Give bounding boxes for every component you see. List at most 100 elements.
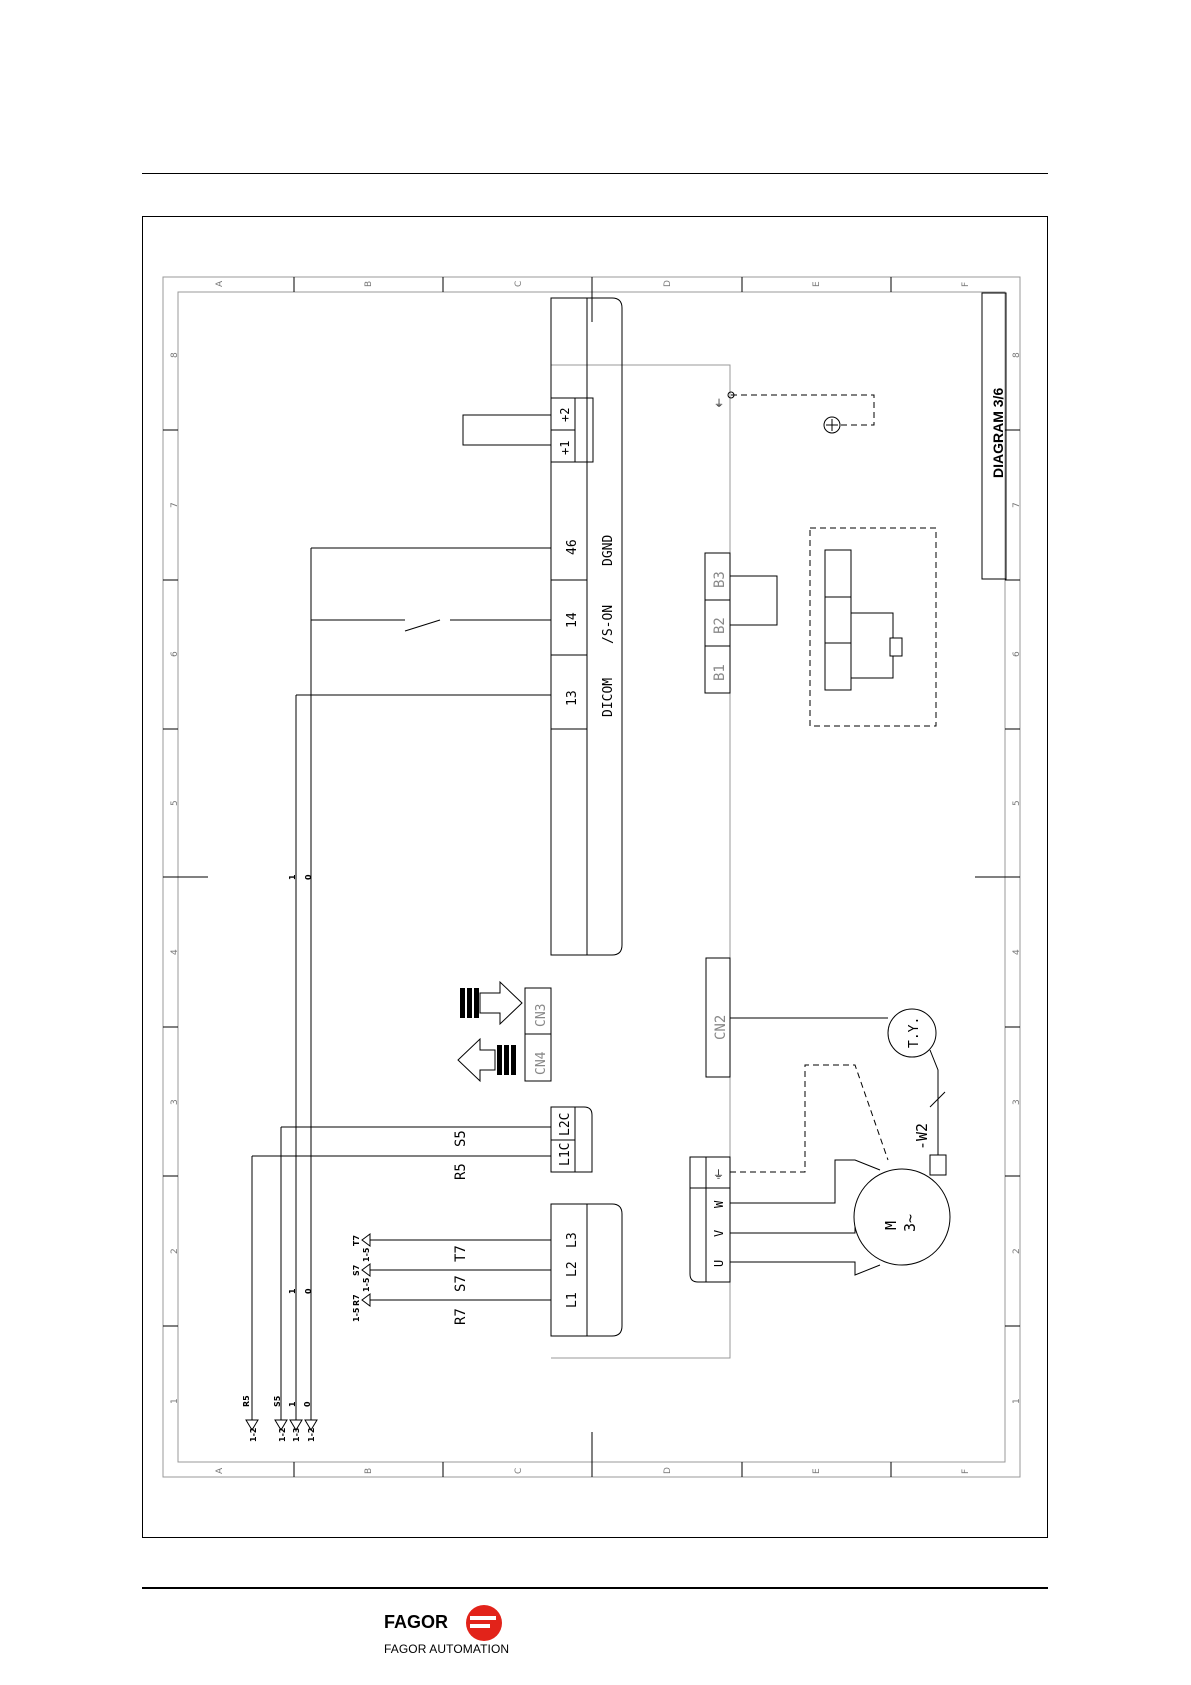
dc-pin: +1 bbox=[558, 441, 572, 455]
grid-letters-top: A B C D E F bbox=[215, 280, 971, 287]
connector-cn3-cn4: CN3 CN4 bbox=[458, 982, 551, 1081]
terminal-name: S5 bbox=[273, 1395, 282, 1407]
chassis-ground: ⏚ bbox=[714, 392, 874, 433]
io-pin: 46 bbox=[565, 539, 580, 555]
terminal-ref: 1-3 bbox=[292, 1428, 301, 1442]
mp-pin: L1 bbox=[565, 1292, 580, 1308]
mp-pin: L2 bbox=[565, 1261, 580, 1277]
grid-number: 8 bbox=[170, 352, 180, 358]
grid-number: 4 bbox=[1012, 949, 1022, 955]
grid-number: 1 bbox=[170, 1398, 180, 1404]
grid-letter: B bbox=[364, 1468, 374, 1474]
grid-number: 2 bbox=[1012, 1248, 1022, 1254]
footer-rule bbox=[142, 1587, 1048, 1589]
grid-letter: C bbox=[514, 1468, 524, 1474]
b-pin: B2 bbox=[712, 617, 728, 634]
cp-wire: S5 bbox=[453, 1130, 469, 1147]
cp-pin: L1C bbox=[558, 1143, 573, 1166]
grid-number: 7 bbox=[1012, 502, 1022, 508]
terminal-ref: 1-5 bbox=[362, 1247, 371, 1262]
grid-number: 4 bbox=[170, 949, 180, 955]
cp-pin: L2C bbox=[558, 1113, 573, 1136]
terminal-ref: 1-5 bbox=[352, 1307, 361, 1322]
title-block: DIAGRAM 3/6 bbox=[982, 293, 1006, 579]
brand-name: FAGOR bbox=[384, 1612, 448, 1632]
cable-label: -W2 bbox=[913, 1123, 931, 1150]
terminal-ref: 1-2 bbox=[278, 1428, 287, 1442]
grid-number: 2 bbox=[170, 1248, 180, 1254]
bottom-terminals: R5 1-2 S5 1-2 1 1-3 0 1-2 bbox=[242, 1395, 316, 1442]
b-pin: B3 bbox=[712, 571, 728, 588]
io-signal: /S-ON bbox=[601, 605, 616, 644]
grid-number: 7 bbox=[170, 502, 180, 508]
inner-border-2 bbox=[178, 292, 1005, 1462]
grid-letter: A bbox=[215, 1467, 225, 1474]
wire-mark: 0 bbox=[304, 1288, 313, 1294]
grid-number: 3 bbox=[170, 1099, 180, 1105]
diagram-title: DIAGRAM 3/6 bbox=[990, 388, 1006, 478]
braking-resistor bbox=[810, 528, 936, 726]
grid-letters-bottom: A B C D E F bbox=[215, 1467, 971, 1474]
cn4-label: CN4 bbox=[534, 1051, 549, 1075]
grid-letter: A bbox=[215, 280, 225, 287]
connector-control-power: L1C L2C R5 S5 bbox=[453, 1107, 592, 1180]
dc-pin: +2 bbox=[558, 408, 572, 422]
wire-marks: 1 0 1 0 bbox=[288, 874, 313, 1294]
wire-mark: 1 bbox=[288, 874, 297, 880]
cp-wire: R5 bbox=[453, 1163, 469, 1180]
main-power-terminals: 1-5 R7 1-5 S7 1-5 T7 bbox=[352, 1235, 371, 1322]
control-wiring bbox=[296, 548, 551, 1420]
grid-letter: C bbox=[514, 281, 524, 287]
control-power-wiring bbox=[252, 1127, 551, 1420]
svg-text:⏚: ⏚ bbox=[714, 398, 724, 410]
terminal-name: 0 bbox=[303, 1401, 312, 1407]
connector-motor: U V W ⏚ bbox=[690, 1157, 730, 1282]
main-power-wiring bbox=[362, 1234, 551, 1306]
io-signal: DICOM bbox=[601, 678, 616, 717]
terminal-name: 1 bbox=[288, 1401, 297, 1407]
connector-dc: +1 +2 bbox=[463, 398, 593, 462]
terminal-ref: 1-5 bbox=[362, 1277, 371, 1292]
grid-number: 5 bbox=[1012, 800, 1022, 806]
terminal-name: R7 bbox=[352, 1294, 361, 1306]
grid-letter: B bbox=[364, 281, 374, 287]
terminal-ref: 1-2 bbox=[249, 1428, 258, 1442]
grid-number: 6 bbox=[1012, 651, 1022, 657]
io-pin: 13 bbox=[565, 690, 580, 706]
b-pin: B1 bbox=[712, 664, 728, 681]
motor bbox=[730, 1065, 950, 1275]
cn3-label: CN3 bbox=[534, 1004, 549, 1027]
company-name: FAGOR AUTOMATION bbox=[384, 1642, 509, 1656]
encoder-label: T.Y. bbox=[907, 1017, 922, 1048]
wire-mark: 0 bbox=[304, 874, 313, 880]
grid-letter: E bbox=[812, 1468, 822, 1474]
grid-number: 1 bbox=[1012, 1398, 1022, 1404]
terminal-name: S7 bbox=[352, 1265, 361, 1276]
grid-letter: D bbox=[663, 280, 673, 287]
mp-wire: R7 bbox=[453, 1308, 469, 1325]
connector-cn2: CN2 bbox=[706, 958, 888, 1077]
motor-pin: V bbox=[712, 1230, 726, 1237]
motor-label: M bbox=[882, 1221, 900, 1230]
motor-pin: W bbox=[712, 1200, 726, 1208]
mp-wire: T7 bbox=[453, 1245, 469, 1262]
grid-number: 3 bbox=[1012, 1099, 1022, 1105]
io-pin: 14 bbox=[565, 612, 580, 628]
drive-outline bbox=[551, 365, 730, 1358]
terminal-name: R5 bbox=[242, 1395, 251, 1407]
connector-io: 13 14 46 DICOM /S-ON DGND bbox=[551, 298, 622, 955]
grid-letter: E bbox=[812, 281, 822, 287]
io-signal: DGND bbox=[601, 535, 616, 566]
grid-letter: F bbox=[961, 282, 971, 287]
grid-letter: D bbox=[663, 1467, 673, 1474]
svg-text:⏚: ⏚ bbox=[713, 1168, 724, 1181]
terminal-name: T7 bbox=[352, 1235, 361, 1246]
motor-pin: U bbox=[712, 1260, 726, 1267]
grid-number: 6 bbox=[170, 651, 180, 657]
mp-wire: S7 bbox=[453, 1275, 469, 1292]
grid-number: 8 bbox=[1012, 352, 1022, 358]
cn2-label: CN2 bbox=[713, 1015, 729, 1040]
terminal-ref: 1-2 bbox=[307, 1428, 316, 1442]
grid-number: 5 bbox=[170, 800, 180, 806]
